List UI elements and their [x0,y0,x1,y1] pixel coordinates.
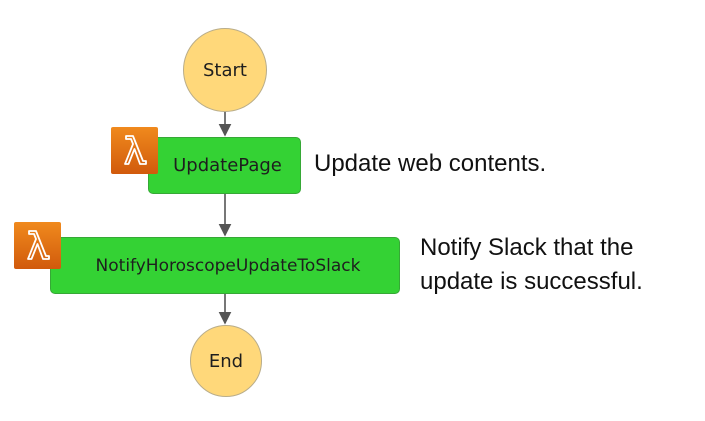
note-notify-line-2: update is successful. [420,268,643,295]
note-updatepage: Update web contents. [314,150,547,177]
end-label: End [208,350,244,372]
task-updatepage[interactable]: UpdatePage [148,137,301,194]
note-notify-line-1: Notify Slack that the [420,234,634,261]
task-updatepage-label: UpdatePage [173,155,282,176]
note-notify: Notify Slack that the update is successf… [420,231,643,299]
lambda-icon [14,222,61,269]
task-notify-horoscope-update-to-slack[interactable]: NotifyHoroscopeUpdateToSlack [50,237,400,294]
lambda-icon [111,127,158,174]
start-label: Start [203,59,247,81]
start-node[interactable]: Start [183,28,267,112]
task-notify-label: NotifyHoroscopeUpdateToSlack [95,255,361,276]
end-node[interactable]: End [190,325,262,397]
